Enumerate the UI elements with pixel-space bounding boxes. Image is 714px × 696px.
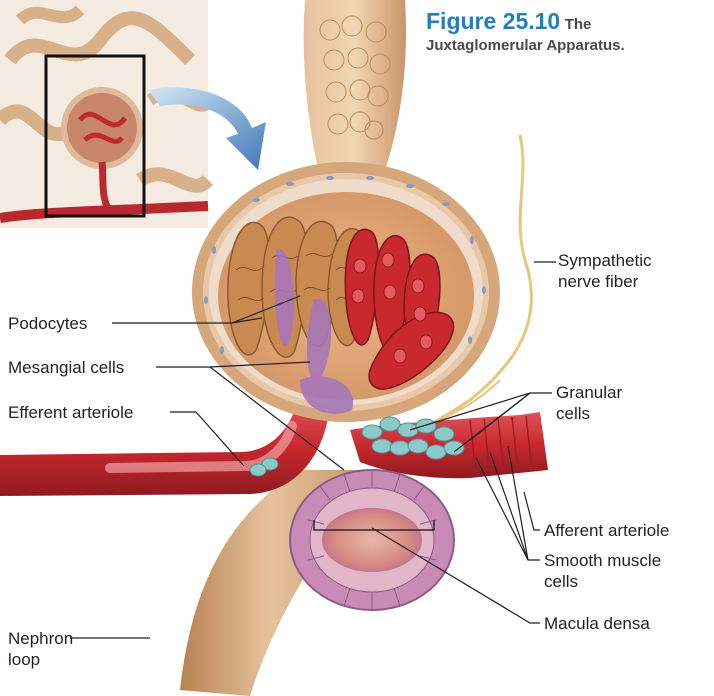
label-granular-cells: Granular cells bbox=[556, 382, 622, 424]
label-efferent-arteriole: Efferent arteriole bbox=[8, 402, 133, 423]
label-smooth-muscle-line2: cells bbox=[544, 572, 578, 591]
label-mesangial-cells: Mesangial cells bbox=[8, 357, 124, 378]
distal-tubule-cross-section bbox=[290, 470, 454, 610]
label-afferent-arteriole: Afferent arteriole bbox=[544, 520, 669, 541]
inset-overview bbox=[0, 0, 208, 228]
label-sympathetic-nerve-fiber: Sympathetic nerve fiber bbox=[558, 250, 652, 292]
label-nephron-loop: Nephron loop bbox=[8, 628, 73, 670]
label-macula-densa: Macula densa bbox=[544, 613, 650, 634]
label-nephron-loop-line1: Nephron bbox=[8, 629, 73, 648]
label-smooth-muscle-cells: Smooth muscle cells bbox=[544, 550, 661, 592]
label-podocytes: Podocytes bbox=[8, 313, 87, 334]
proximal-tubule bbox=[304, 0, 406, 170]
label-sympathetic-line2: nerve fiber bbox=[558, 272, 638, 291]
label-granular-line2: cells bbox=[556, 404, 590, 423]
label-sympathetic-line1: Sympathetic bbox=[558, 251, 652, 270]
figure-title-part1: The bbox=[565, 16, 592, 33]
figure-number: Figure 25.10 bbox=[426, 8, 560, 34]
label-smooth-muscle-line1: Smooth muscle bbox=[544, 551, 661, 570]
label-nephron-loop-line2: loop bbox=[8, 650, 40, 669]
figure-title-part2: Juxtaglomerular Apparatus. bbox=[426, 37, 706, 54]
label-granular-line1: Granular bbox=[556, 383, 622, 402]
figure-title: Figure 25.10 The Juxtaglomerular Apparat… bbox=[426, 8, 706, 54]
